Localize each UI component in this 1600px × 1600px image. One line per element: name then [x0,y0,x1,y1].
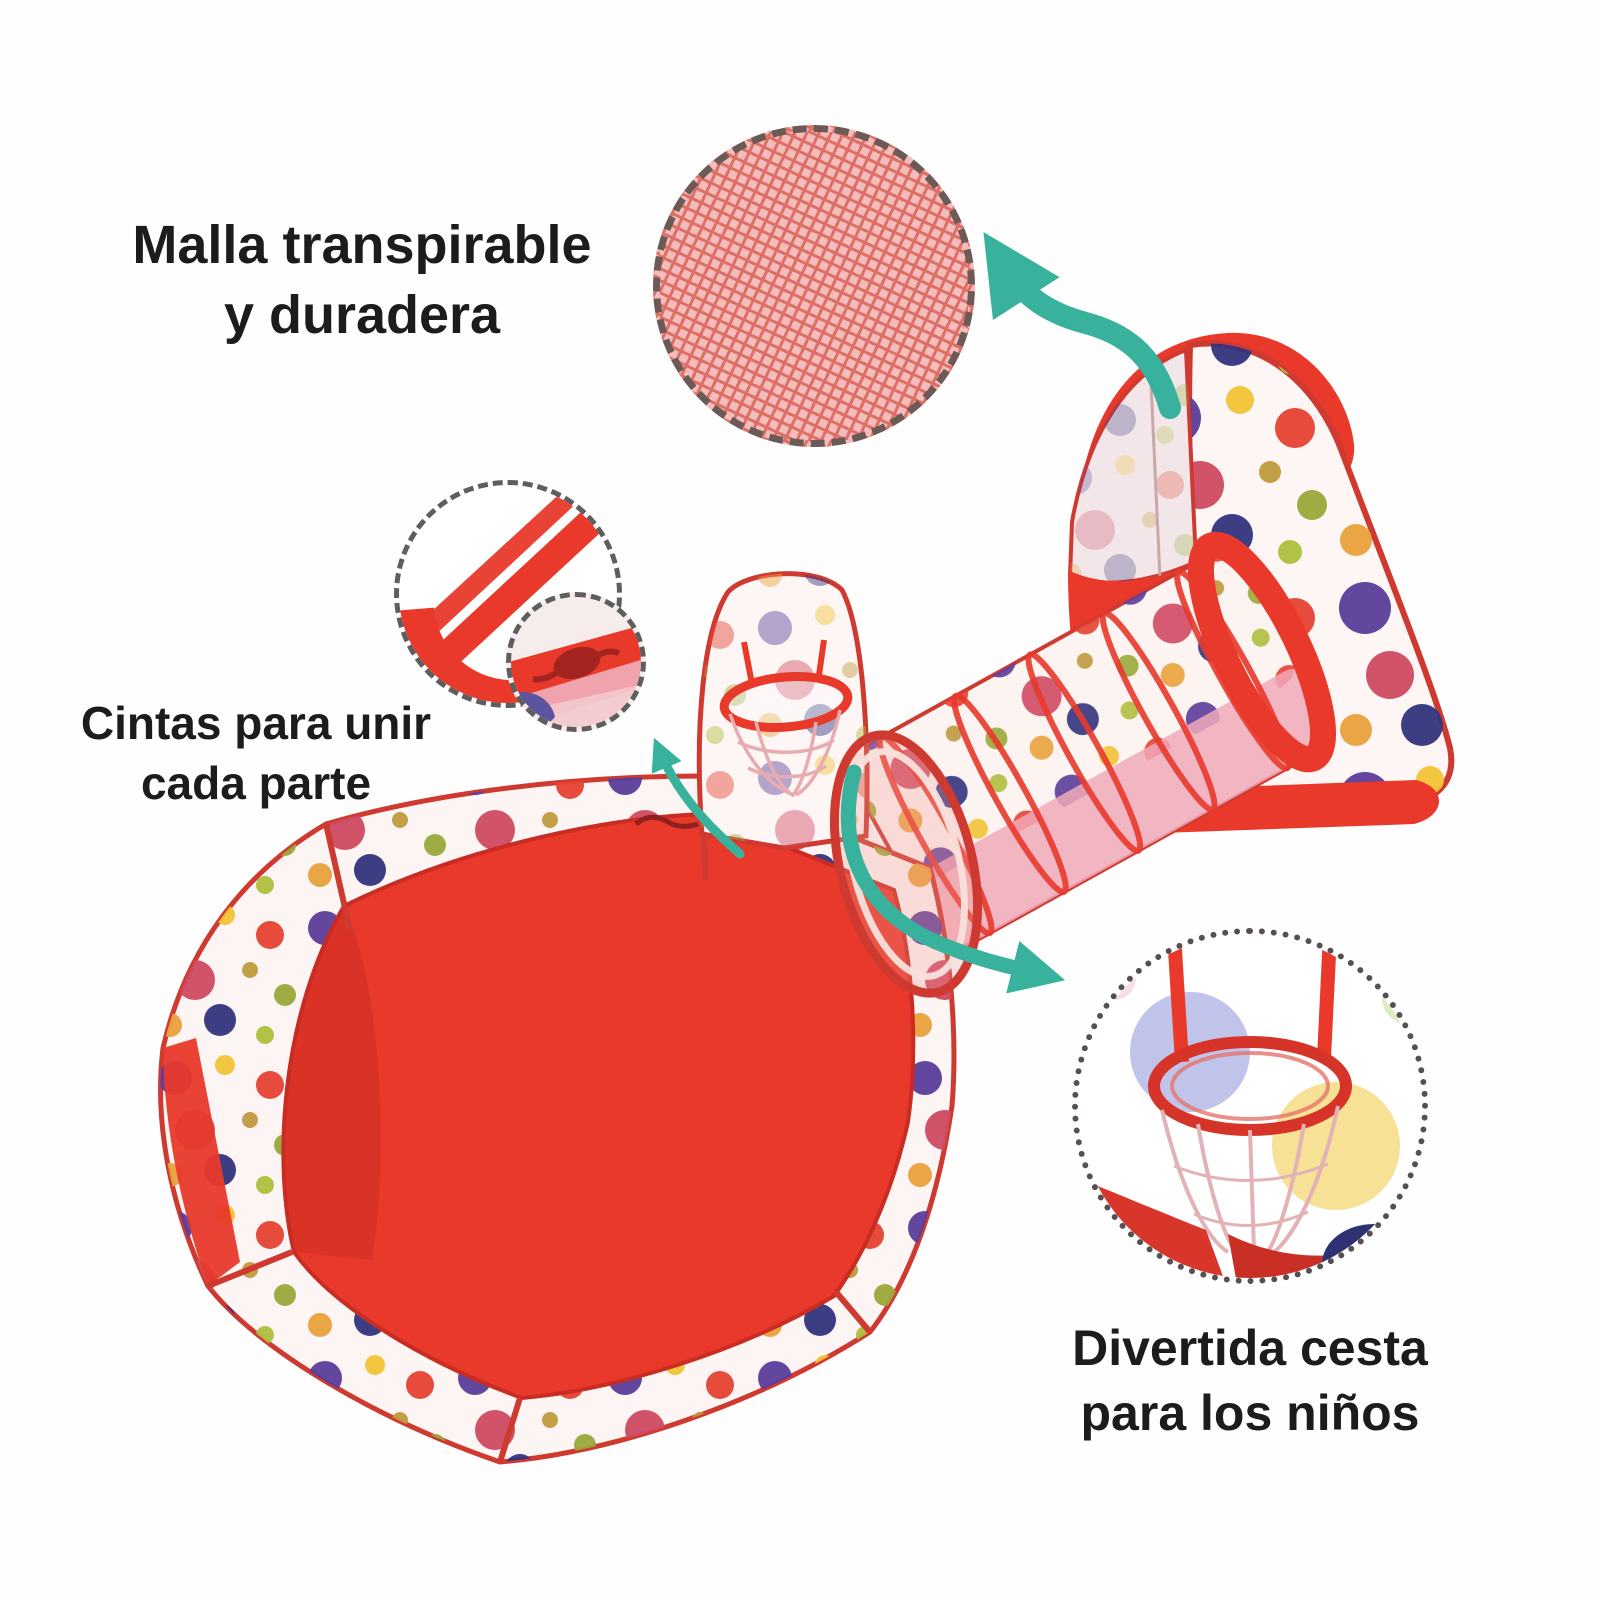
tunnel-port-ring [829,730,983,998]
callout-arrows [651,232,1181,994]
straps-label: Cintas para unir cada parte [56,694,456,814]
basket-label-line2: para los niños [1080,1385,1420,1441]
mesh-detail-callout [653,125,975,447]
straps-knot-callout [506,592,646,732]
mesh-label-line2: y duradera [223,285,501,346]
tie-strap-knot [634,814,699,829]
basket-label-line1: Divertida cesta [1072,1320,1428,1376]
mesh-label: Malla transpirable y duradera [82,210,642,350]
straps-label-line1: Cintas para unir [80,697,432,749]
straps-arrow [651,737,745,859]
basket-detail-callout [1072,928,1428,1284]
hoop-ring [719,672,853,732]
tunnel-tent-collar [1187,531,1337,773]
basketball-hoop [696,571,870,851]
basket-detail-art [1078,934,1422,1278]
mesh-label-line1: Malla transpirable [132,215,592,275]
basket-label: Divertida cesta para los niños [1030,1316,1470,1446]
straps-label-line2: cada parte [140,756,372,809]
ball-pit [158,773,957,1465]
straps-knot-art [511,625,641,727]
mesh-arrow [983,232,1181,419]
hoop-net [728,709,842,798]
basket-arrow [840,764,1066,994]
ball-pit-floor [281,811,916,1401]
